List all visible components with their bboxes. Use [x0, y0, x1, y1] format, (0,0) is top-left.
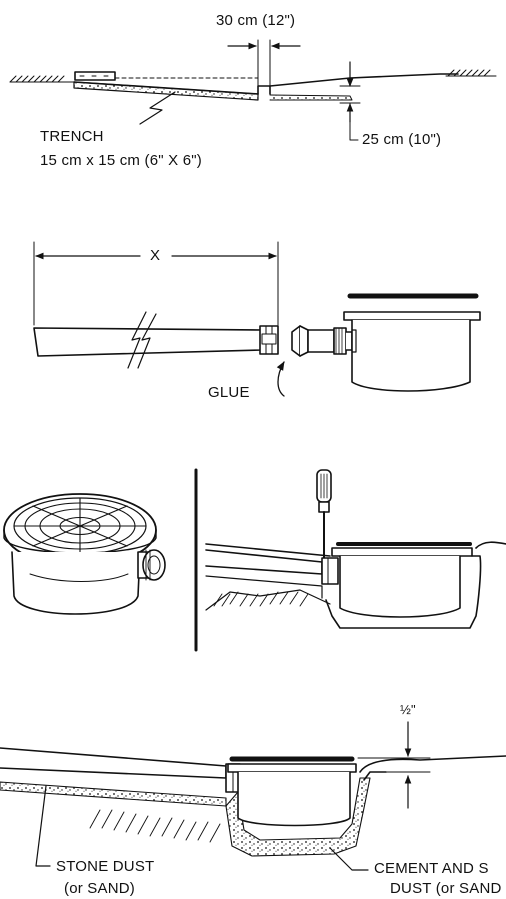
stone-dust-alt-label: (or SAND) — [64, 880, 135, 897]
cement-alt-label: DUST (or SAND — [390, 880, 502, 897]
step3-vault-perspective — [3, 493, 166, 615]
final-pipe — [0, 747, 227, 779]
cement-label: CEMENT AND S — [374, 860, 489, 877]
rim-height-label: ½" — [400, 702, 416, 717]
ground-hatch-left — [9, 75, 75, 83]
depth-label: 25 cm (10") — [362, 131, 442, 148]
ground-right — [269, 73, 459, 87]
glue-label: GLUE — [208, 384, 250, 401]
barbed-fitting — [291, 325, 353, 357]
step2-pipe-assembly — [33, 241, 481, 397]
step1-trench-section — [9, 39, 497, 141]
pipe-length-label: X — [150, 247, 161, 264]
overflow-width-label: 30 cm (12") — [216, 12, 296, 29]
step3-install-section — [205, 469, 506, 629]
vault-side-view — [343, 293, 481, 392]
trench-label: TRENCH — [40, 128, 104, 145]
stone-dust-bed — [0, 781, 227, 807]
trench-size-label: 15 cm x 15 cm (6" X 6") — [40, 152, 202, 169]
step4-final-section — [0, 721, 506, 871]
screwdriver — [316, 469, 332, 567]
stone-dust-label: STONE DUST — [56, 858, 155, 875]
